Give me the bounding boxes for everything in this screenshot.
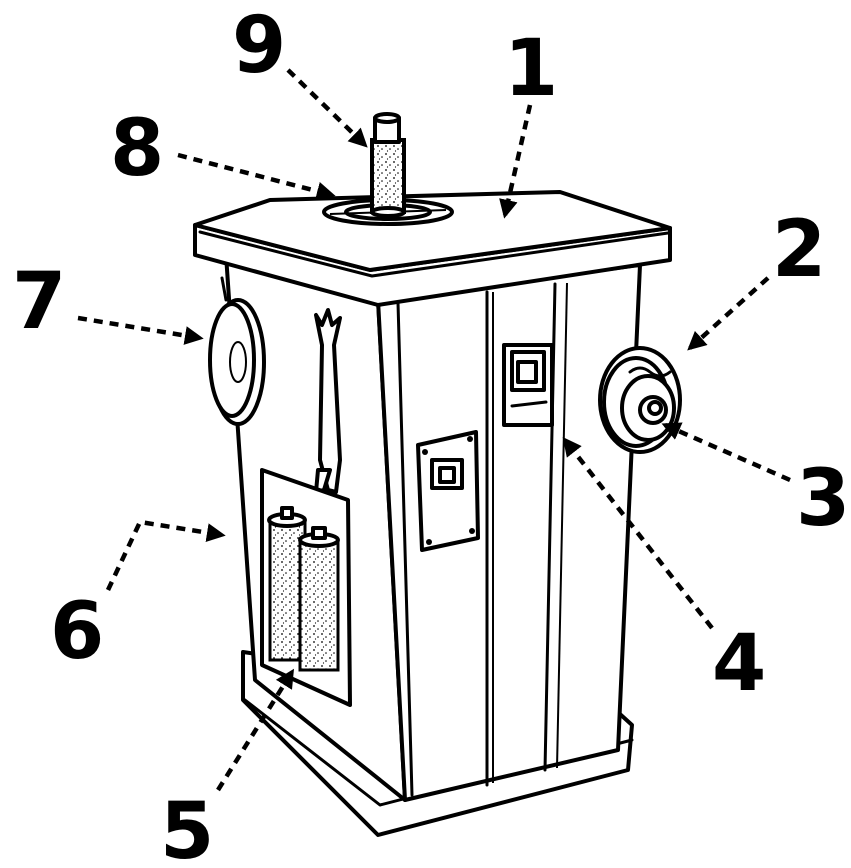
callout-4: 4 (712, 619, 766, 709)
stored-throat-plate (208, 276, 266, 426)
leader-lines (77, 68, 791, 792)
leader-5 (216, 668, 295, 792)
callout-8: 8 (110, 104, 164, 194)
table-top (193, 190, 672, 307)
callout-2: 2 (772, 205, 826, 295)
leader-1 (499, 104, 533, 219)
callout-numbers: 1 2 3 4 5 6 7 8 9 (12, 1, 850, 868)
leader-3 (661, 422, 791, 483)
spindle-sander-illustration (193, 112, 682, 837)
leader-6 (105, 519, 226, 591)
callout-7: 7 (12, 257, 66, 347)
power-switch (502, 343, 554, 427)
leader-9 (286, 68, 368, 148)
handwheel (598, 346, 682, 454)
storage-compartment (260, 468, 352, 707)
leader-2 (687, 276, 770, 351)
leader-7 (77, 315, 204, 345)
spindle-sleeve (370, 112, 406, 218)
callout-5: 5 (160, 787, 214, 868)
callout-1: 1 (504, 24, 558, 114)
front-plate (416, 430, 480, 552)
wrench (314, 308, 342, 494)
callout-6: 6 (50, 587, 104, 677)
leader-8 (177, 152, 336, 201)
callout-3: 3 (796, 454, 850, 544)
callout-9: 9 (232, 1, 286, 91)
leader-4 (562, 437, 714, 630)
